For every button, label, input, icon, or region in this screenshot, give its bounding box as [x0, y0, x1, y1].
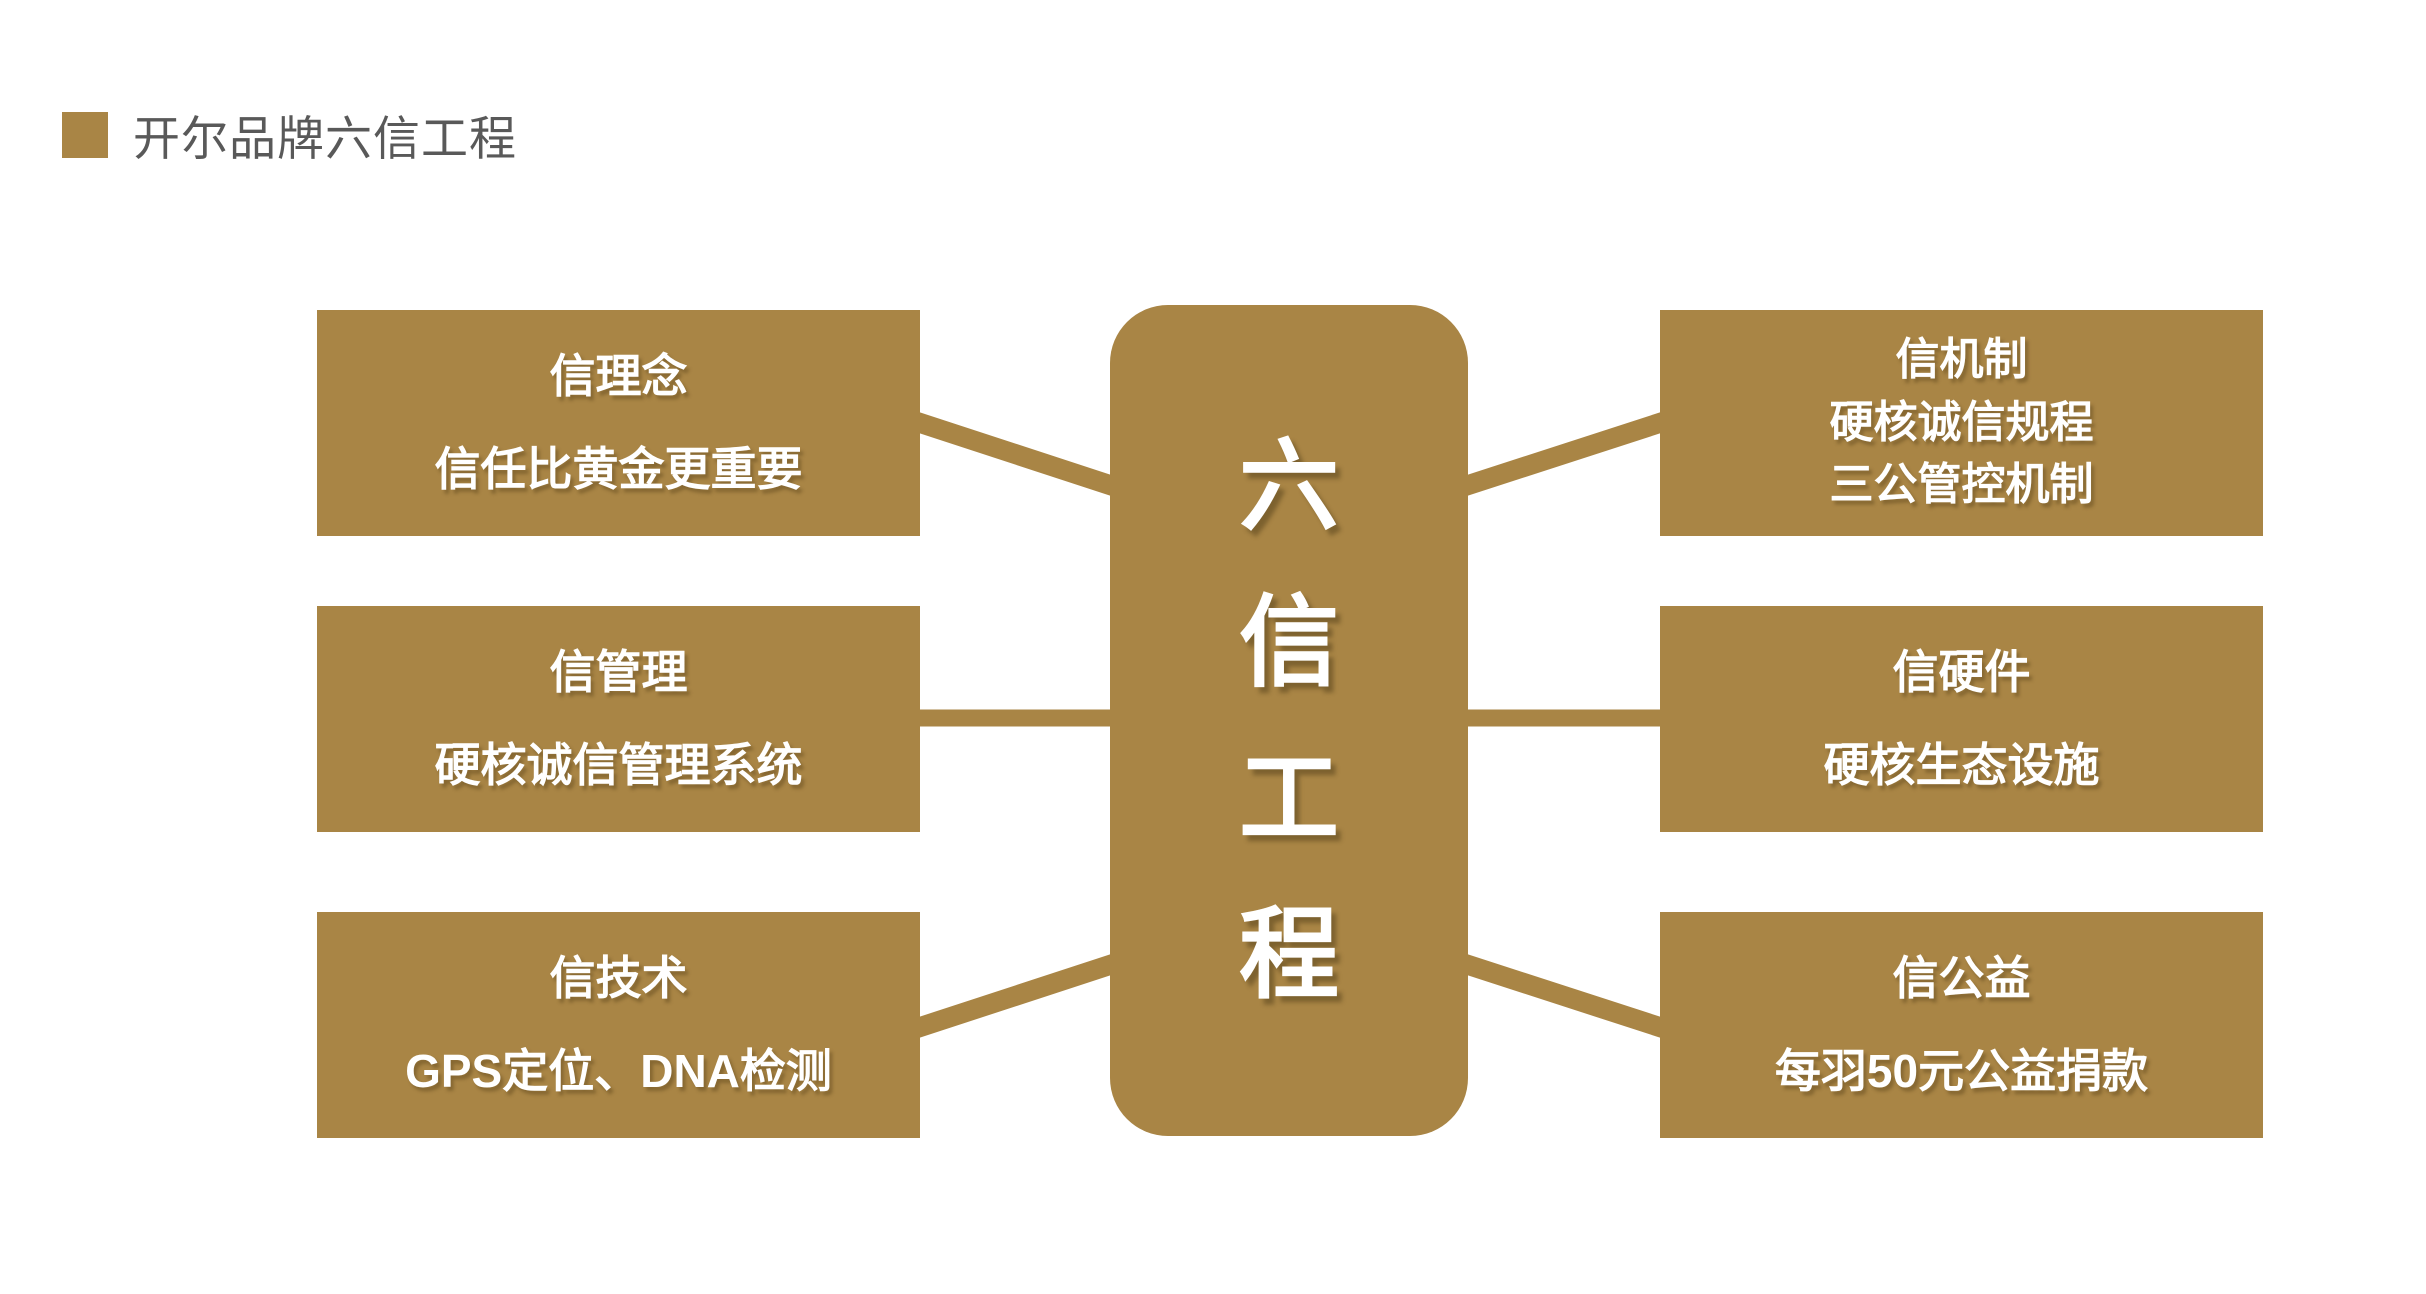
node-title: 信公益	[1892, 951, 2031, 1004]
node-title: 信管理	[549, 645, 688, 698]
node-subtitle: 硬核生态设施	[1823, 739, 2100, 791]
node-title: 信机制	[1895, 334, 2028, 384]
node-title: 信硬件	[1892, 645, 2031, 698]
node-subtitle: 信任比黄金更重要	[434, 443, 803, 495]
node-subtitle: 三公管控机制	[1829, 460, 2094, 510]
connector-right-bottom	[1449, 950, 1679, 1042]
center-node-liuxin-gongcheng: 六 信 工 程	[1110, 305, 1468, 1136]
connector-left-top	[901, 408, 1129, 500]
node-subtitle: GPS定位、DNA检测	[405, 1045, 832, 1097]
node-title: 信技术	[549, 951, 688, 1004]
center-char: 程	[1239, 898, 1339, 1011]
node-xin-jizhi: 信机制 硬核诚信规程 三公管控机制	[1660, 310, 2263, 536]
node-xin-guanli: 信管理 硬核诚信管理系统	[317, 606, 920, 832]
node-xin-linian: 信理念 信任比黄金更重要	[317, 310, 920, 536]
connector-right-top	[1449, 408, 1679, 500]
node-title: 信理念	[549, 349, 688, 402]
center-char: 工	[1239, 742, 1339, 855]
node-subtitle: 硬核诚信管理系统	[434, 739, 803, 791]
node-xin-gongyi: 信公益 每羽50元公益捐款	[1660, 912, 2263, 1138]
node-xin-yingjian: 信硬件 硬核生态设施	[1660, 606, 2263, 832]
center-char: 六	[1239, 430, 1339, 543]
center-char: 信	[1239, 586, 1339, 699]
title-bullet-square	[62, 111, 108, 158]
node-subtitle: 硬核诚信规程	[1829, 397, 2094, 447]
header: 开尔品牌六信工程	[62, 100, 517, 169]
connector-left-bottom	[901, 950, 1129, 1042]
node-subtitle: 每羽50元公益捐款	[1774, 1045, 2149, 1097]
node-xin-jishu: 信技术 GPS定位、DNA检测	[317, 912, 920, 1138]
page-title: 开尔品牌六信工程	[133, 112, 517, 165]
